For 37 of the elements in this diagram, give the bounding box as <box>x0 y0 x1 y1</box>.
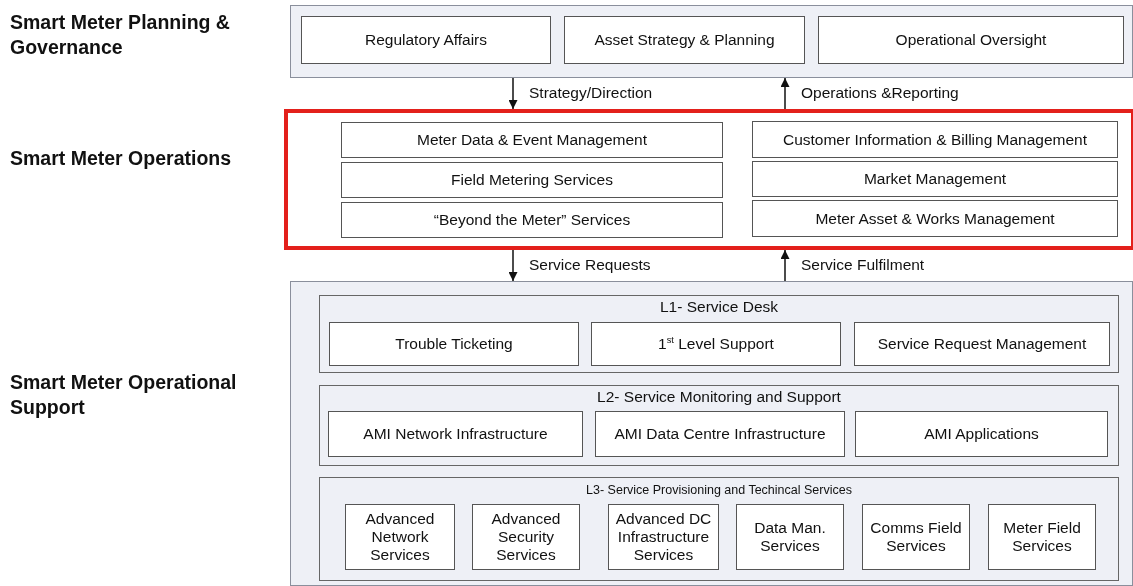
process-box: Comms Field Services <box>862 504 970 570</box>
process-box: Trouble Ticketing <box>329 322 579 366</box>
process-box: Service Request Management <box>854 322 1110 366</box>
arrow <box>508 249 518 282</box>
process-box: Advanced DC Infrastructure Services <box>608 504 719 570</box>
arrow <box>780 77 790 110</box>
process-box: Meter Data & Event Management <box>341 122 723 158</box>
process-box: Data Man. Services <box>736 504 844 570</box>
layer-heading: Smart Meter Operations <box>10 146 233 171</box>
group-title: L3- Service Provisioning and Techincal Services <box>585 483 853 497</box>
process-box: 1$^{st}$ Level Support <box>591 322 841 366</box>
process-box: Advanced Network Services <box>345 504 455 570</box>
process-box: Advanced Security Services <box>472 504 580 570</box>
band-panel <box>290 281 1133 586</box>
group-panel <box>319 477 1119 581</box>
highlighted-band <box>284 109 1133 250</box>
layer-heading: Smart Meter Planning & Governance <box>10 10 231 61</box>
arrow <box>780 249 790 282</box>
process-box: Field Metering Services <box>341 162 723 198</box>
arrow <box>508 77 518 110</box>
process-box: “Beyond the Meter” Services <box>341 202 723 238</box>
process-box: Meter Asset & Works Management <box>752 200 1118 237</box>
process-box: Regulatory Affairs <box>301 16 551 64</box>
process-box: AMI Applications <box>855 411 1108 457</box>
group-title: L1- Service Desk <box>659 298 779 316</box>
band-panel <box>290 5 1133 78</box>
group-panel <box>319 295 1119 373</box>
process-box: AMI Data Centre Infrastructure <box>595 411 845 457</box>
group-panel <box>319 385 1119 466</box>
process-box: AMI Network Infrastructure <box>328 411 583 457</box>
process-box: Market Management <box>752 161 1118 197</box>
process-box: Asset Strategy & Planning <box>564 16 805 64</box>
layer-heading: Smart Meter Operational Support <box>10 370 238 421</box>
process-box: Operational Oversight <box>818 16 1124 64</box>
process-box: Meter Field Services <box>988 504 1096 570</box>
process-box: Customer Information & Billing Management <box>752 121 1118 158</box>
group-title: L2- Service Monitoring and Support <box>596 388 842 406</box>
